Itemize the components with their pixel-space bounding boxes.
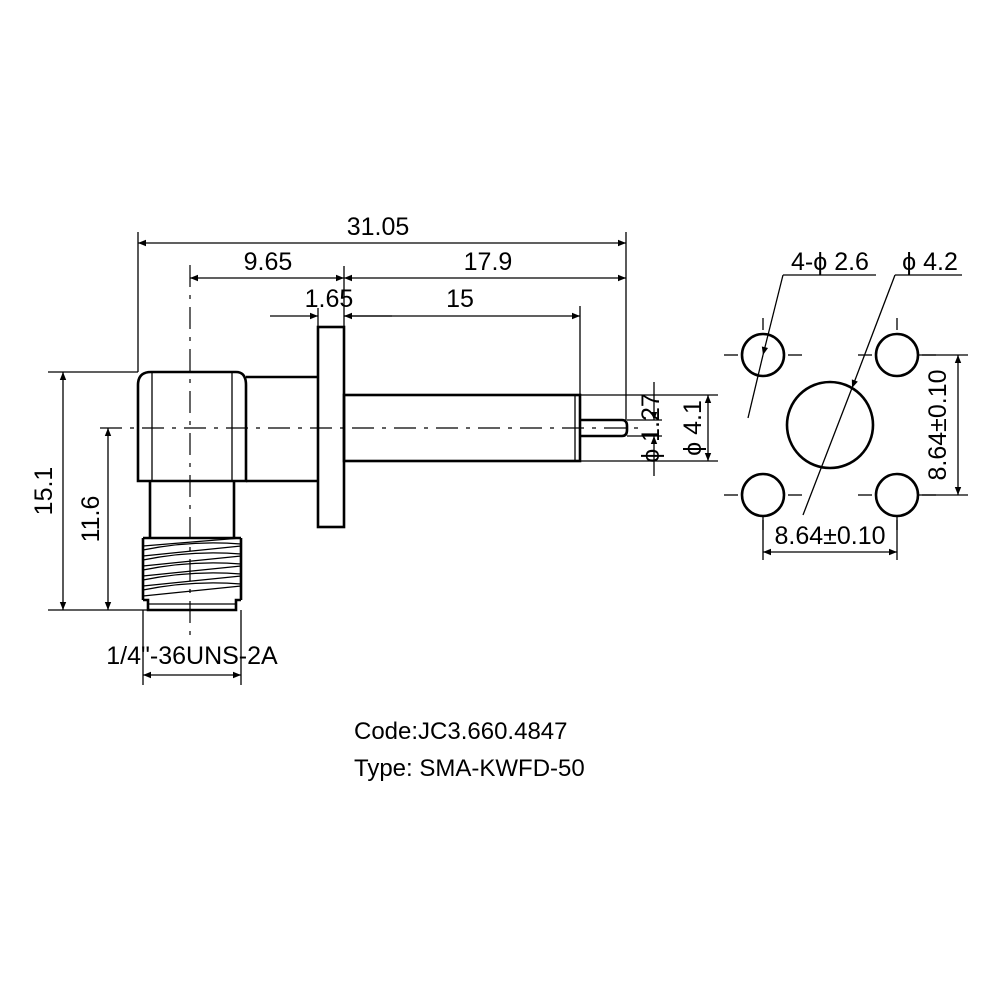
dim-hole-spacing-vertical: 8.64±0.10: [924, 369, 952, 480]
dim-center-hole: ϕ 4.2: [902, 248, 958, 276]
part-code: Code:JC3.660.4847: [354, 718, 568, 745]
thread-spec-label: 1/4"-36UNS-2A: [106, 642, 278, 670]
mounting-hole-top-right: [874, 332, 920, 378]
thread-neck: [148, 481, 236, 538]
dim-pin-diameter: ϕ 1.27: [637, 393, 665, 463]
dim-hole-spacing-horizontal: 8.64±0.10: [774, 522, 885, 550]
mounting-hole-top-left: [740, 332, 786, 378]
dim-thread-height: 11.6: [77, 496, 105, 543]
dim-flange-thickness: 1.65: [305, 285, 354, 313]
dim-flange-to-end: 17.9: [464, 248, 513, 276]
dim-body-offset: 9.65: [244, 248, 293, 276]
dim-barrel-length: 15: [446, 285, 474, 313]
connector-side-view: [100, 265, 642, 640]
dim-mount-hole: 4-ϕ 2.6: [791, 248, 869, 276]
part-info: Code:JC3.660.4847 Type: SMA-KWFD-50: [354, 718, 585, 782]
body-arm: [246, 375, 318, 483]
mounting-hole-bottom-left: [740, 472, 786, 518]
center-hole: [785, 380, 875, 470]
mounting-hole-bottom-right: [874, 472, 920, 518]
threaded-section: [141, 536, 243, 612]
flange-front-view: [724, 318, 936, 530]
side-view-dimensions: 31.05 9.65 17.9 1.65 15 15.1 11.6 ϕ 1.27…: [30, 213, 718, 685]
dim-overall-length: 31.05: [347, 213, 410, 241]
front-view-dimensions: 4-ϕ 2.6 ϕ 4.2 8.64±0.10 8.64±0.10: [747, 248, 968, 560]
mounting-flange: [316, 325, 346, 529]
barrel: [342, 393, 582, 463]
part-type: Type: SMA-KWFD-50: [354, 755, 585, 782]
connector-body: [136, 370, 248, 483]
dim-overall-height: 15.1: [30, 467, 58, 516]
center-pin: [580, 418, 629, 438]
dim-barrel-diameter: ϕ 4.1: [679, 400, 707, 456]
